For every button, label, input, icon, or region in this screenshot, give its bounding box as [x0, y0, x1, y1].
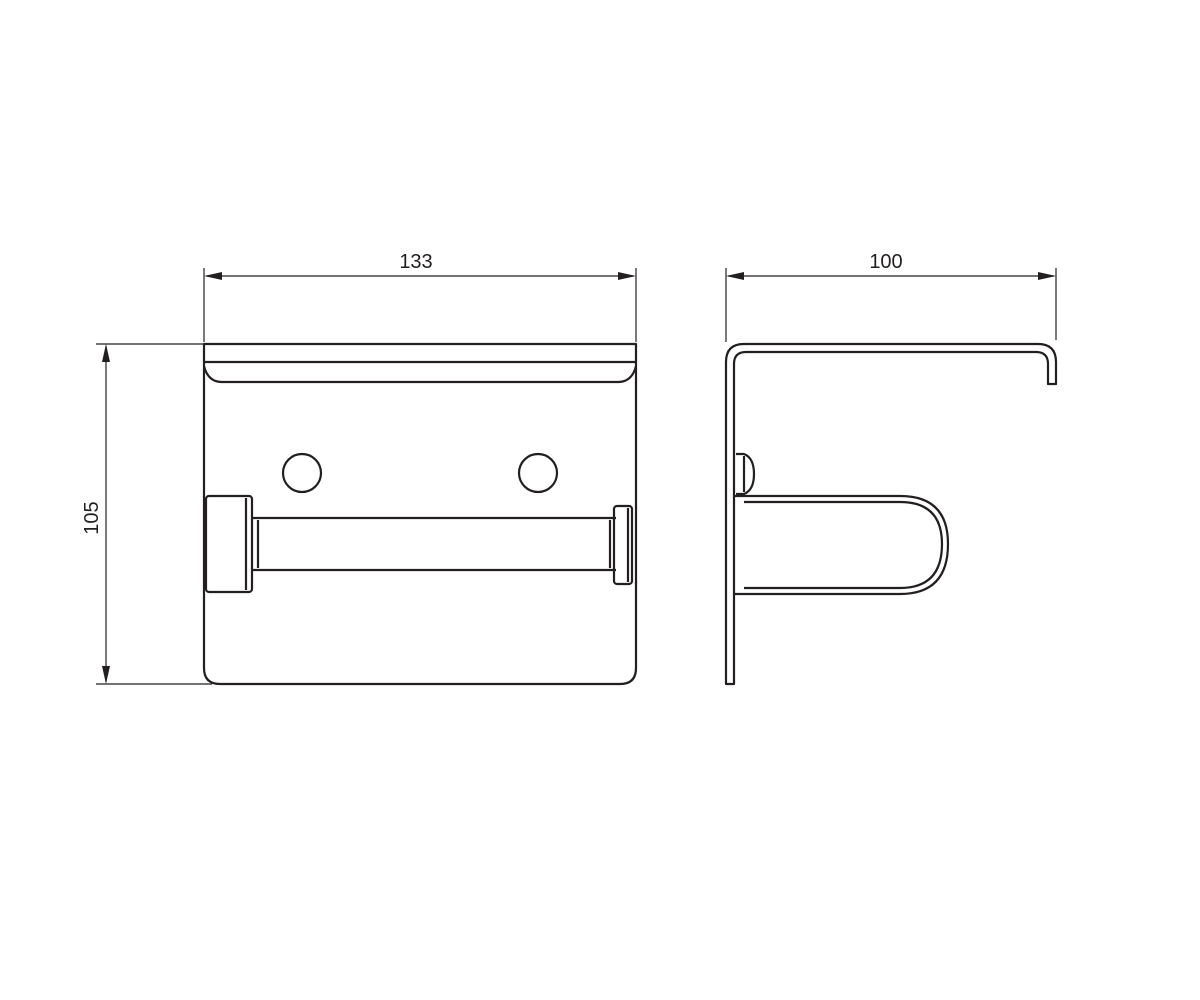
dimension-depth-100: 100	[726, 251, 1056, 280]
dimension-width-133: 133	[204, 251, 636, 280]
roller-cap-right	[612, 504, 634, 586]
dimension-label-depth: 100	[869, 251, 902, 273]
front-view: 133 105	[81, 251, 638, 686]
roller-cap-left	[204, 494, 254, 594]
dimension-label-height: 105	[81, 501, 103, 534]
mounting-hole-right	[517, 452, 559, 494]
side-screw-head	[736, 452, 756, 496]
side-roller-arm-inner	[744, 500, 944, 590]
front-plate-outline	[202, 342, 638, 686]
mounting-hole-left	[281, 452, 323, 494]
dimension-height-105: 105	[81, 344, 110, 684]
shelf-line-lower	[202, 365, 638, 384]
side-view: 100	[724, 251, 1058, 686]
side-roller-arm	[734, 494, 950, 596]
side-bracket-outline	[724, 342, 1058, 686]
dimension-label-width: 133	[399, 251, 432, 273]
